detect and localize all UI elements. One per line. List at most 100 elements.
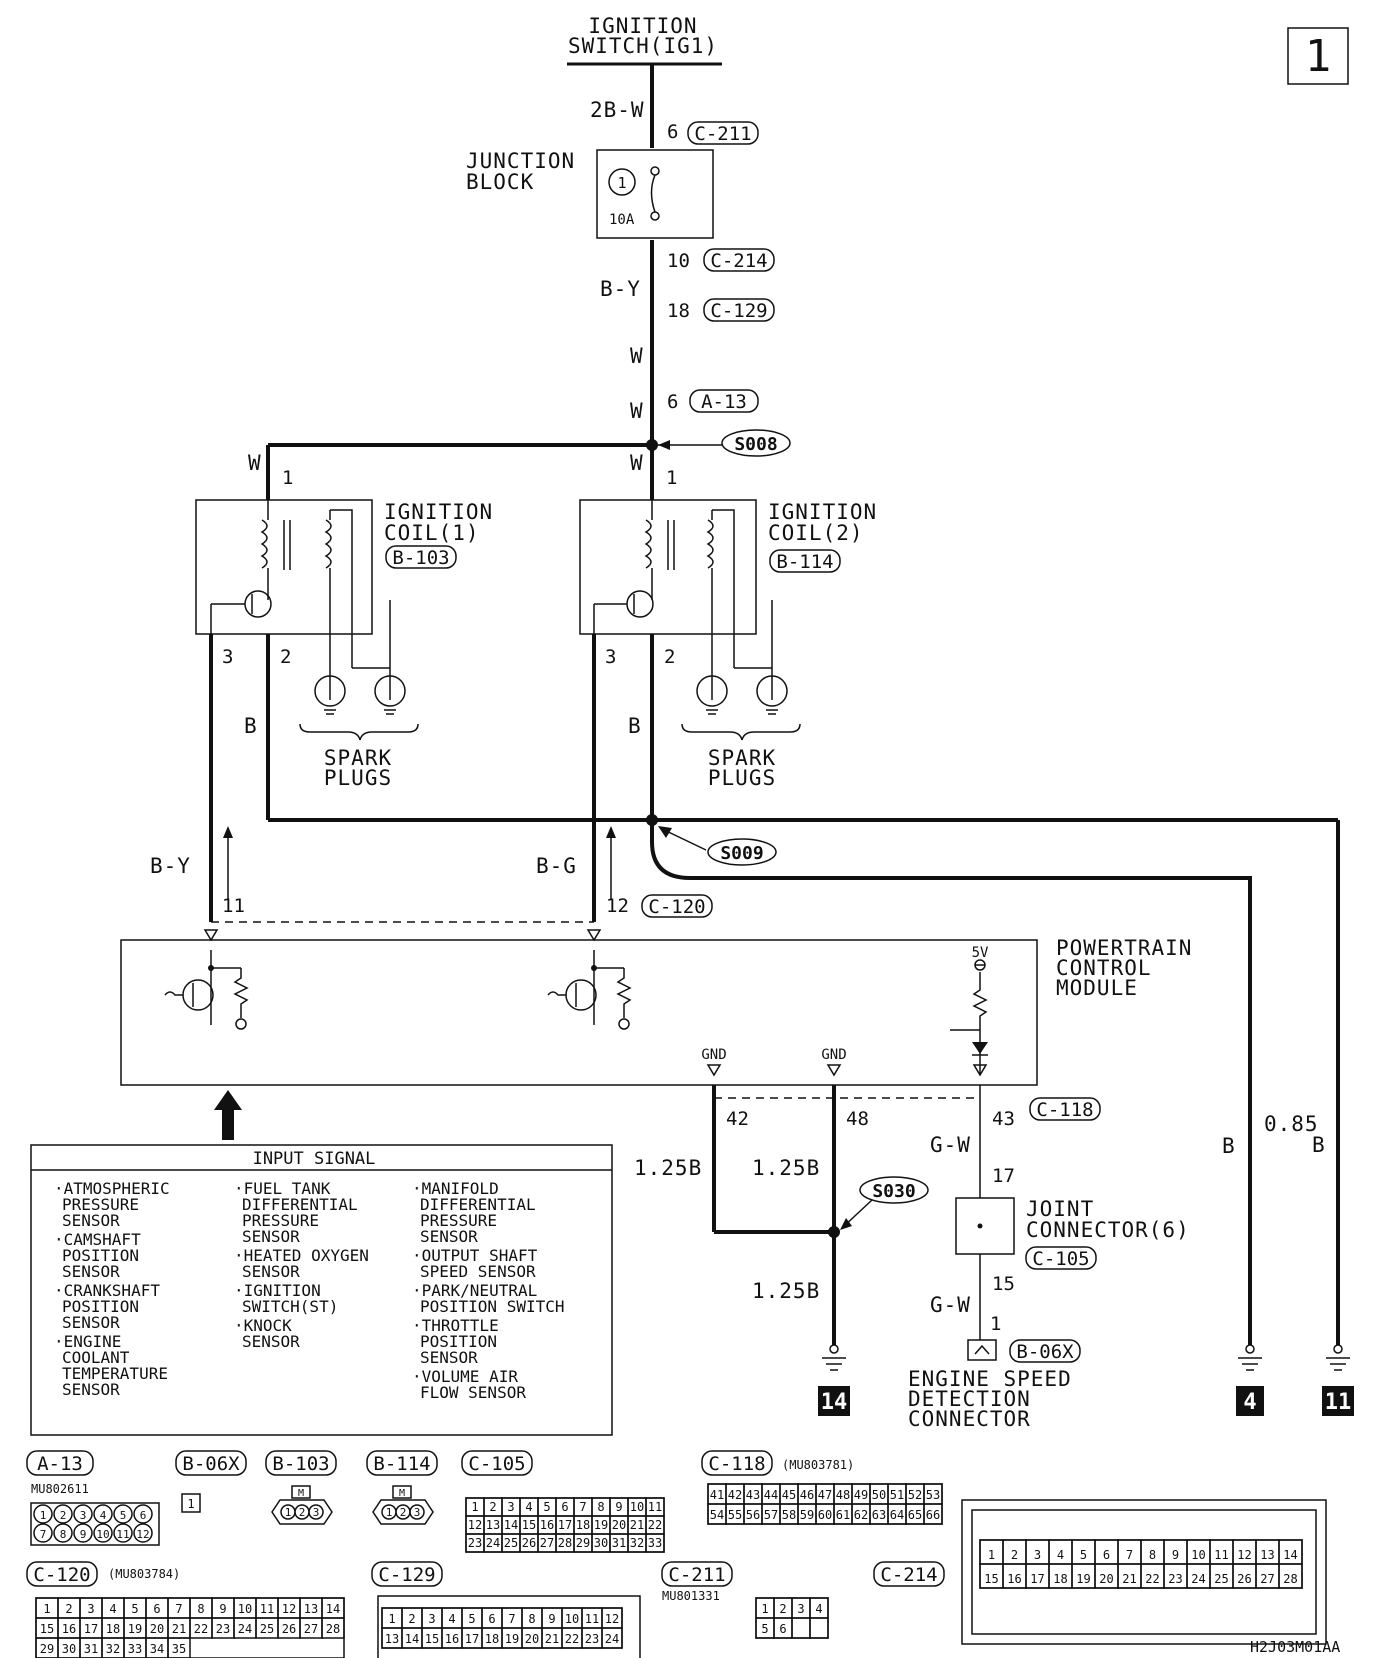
connector-pin: 29 [40,1642,54,1656]
connector-pin: 11 [585,1612,599,1626]
connector-pin: 21 [172,1622,186,1636]
wire-b-g: B-G [536,854,577,878]
wire-g-w-1: G-W [930,1133,971,1157]
joint-connector-6 [955,1197,1015,1255]
connector-pin: 25 [260,1622,274,1636]
connector-b103: B-103 [392,547,449,569]
view-b103-label: B-103 [272,1453,329,1475]
connector-pin: 11 [260,1602,274,1616]
connector-pin: 1 [988,1548,995,1562]
connector-b114: B-114 [776,551,833,573]
connector-pin: 62 [854,1508,868,1522]
connector-pin: 32 [630,1536,644,1550]
connector-pin: 57 [764,1508,778,1522]
ignition-coil-2 [579,499,773,669]
connector-pin: 22 [1145,1572,1159,1586]
connector-pin: 60 [818,1508,832,1522]
joint-connector-label-1: JOINT [1026,1197,1094,1221]
connector-pin: 27 [1260,1572,1274,1586]
engine-speed-label-3: CONNECTOR [908,1407,1031,1431]
connector-pin: 2 [299,1506,306,1519]
spark-plugs-2-label-2: PLUGS [708,766,776,790]
view-c211-part: MU801331 [662,1589,720,1603]
connector-pin: 46 [800,1488,814,1502]
connector-pin: 8 [197,1602,204,1616]
input-signal-item: SENSOR [242,1262,300,1281]
connector-pin: 17 [465,1632,479,1646]
connector-pin: 12 [468,1518,482,1532]
spark-plugs-2 [681,668,801,741]
input-signal-item: POSITION [420,1332,497,1351]
connector-pin: 23 [585,1632,599,1646]
view-c105-label: C-105 [468,1453,525,1475]
ground-14-icon [818,1344,850,1416]
connector-pin: 9 [1172,1548,1179,1562]
connector-pin: 12 [136,1528,149,1541]
view-c120-part: (MU803784) [108,1567,180,1581]
connector-pin: 15 [40,1622,54,1636]
connector-pin: 5 [120,1509,127,1522]
connector-pin: 41 [710,1488,724,1502]
connector-pin: 18 [576,1518,590,1532]
input-signal-item: ·HEATED OXYGEN [234,1246,369,1265]
wire-g-w-2: G-W [930,1293,971,1317]
connector-pin: 1 [761,1602,768,1616]
coil-1-label-2: COIL(1) [384,521,480,545]
connector-pin: 23 [468,1536,482,1550]
connector-pin: 28 [558,1536,572,1550]
connector-pin: 9 [80,1528,87,1541]
input-signal-item: ·IGNITION [234,1281,321,1300]
connector-pin: 7 [579,1500,586,1514]
input-signal-item: FLOW SENSOR [420,1383,526,1402]
coil-1-label-1: IGNITION [384,500,493,524]
wire-w-4: W [630,451,644,475]
input-signal-item: SPEED SENSOR [420,1262,536,1281]
connector-pin: 26 [282,1622,296,1636]
view-a13-part: MU802611 [31,1482,89,1496]
input-signal-title: INPUT SIGNAL [253,1149,376,1169]
connector-pin: 6 [779,1622,786,1636]
junction-block-label-2: BLOCK [466,170,534,194]
connector-pin: 49 [854,1488,868,1502]
connector-pin: 43 [746,1488,760,1502]
ignition-coil-1 [195,499,391,669]
input-signal-box [30,1144,613,1436]
engine-speed-label-2: DETECTION [908,1387,1031,1411]
connector-pin: 42 [728,1488,742,1502]
connector-pin: 7 [40,1528,47,1541]
connector-pin: 51 [890,1488,904,1502]
connector-pin: 19 [594,1518,608,1532]
connector-pin: 52 [908,1488,922,1502]
connector-pin: 16 [540,1518,554,1532]
connector-pin: 31 [612,1536,626,1550]
wire-w-3: W [248,451,262,475]
connector-pin: 9 [615,1500,622,1514]
connector-pin: 5 [761,1622,768,1636]
connector-pin: 15 [425,1632,439,1646]
input-signal-item: SENSOR [242,1227,300,1246]
connector-pin: 1 [471,1500,478,1514]
connector-pin: 5 [1080,1548,1087,1562]
view-c211-label: C-211 [668,1564,725,1586]
connector-pin: 8 [1149,1548,1156,1562]
connector-pin: 5 [131,1602,138,1616]
connector-c211: C-211 [694,123,751,145]
engine-speed-connector [967,1339,997,1361]
connector-pin: 26 [522,1536,536,1550]
pcm-gnd-1: GND [701,1047,726,1063]
pin-17-c105: 17 [992,1165,1015,1187]
connector-pin: 26 [1237,1572,1251,1586]
wire-125b-2: 1.25B [752,1156,820,1180]
connector-pin: 4 [100,1509,107,1522]
ignition-switch-label-1: IGNITION [588,14,697,38]
pin-43-c118: 43 [992,1108,1015,1130]
connector-pin: 2 [65,1602,72,1616]
pcm-label-3: MODULE [1056,976,1138,1000]
input-signal-item: SWITCH(ST) [242,1297,338,1316]
input-signal-item: PRESSURE [242,1211,319,1230]
input-signal-item: POSITION [62,1297,139,1316]
